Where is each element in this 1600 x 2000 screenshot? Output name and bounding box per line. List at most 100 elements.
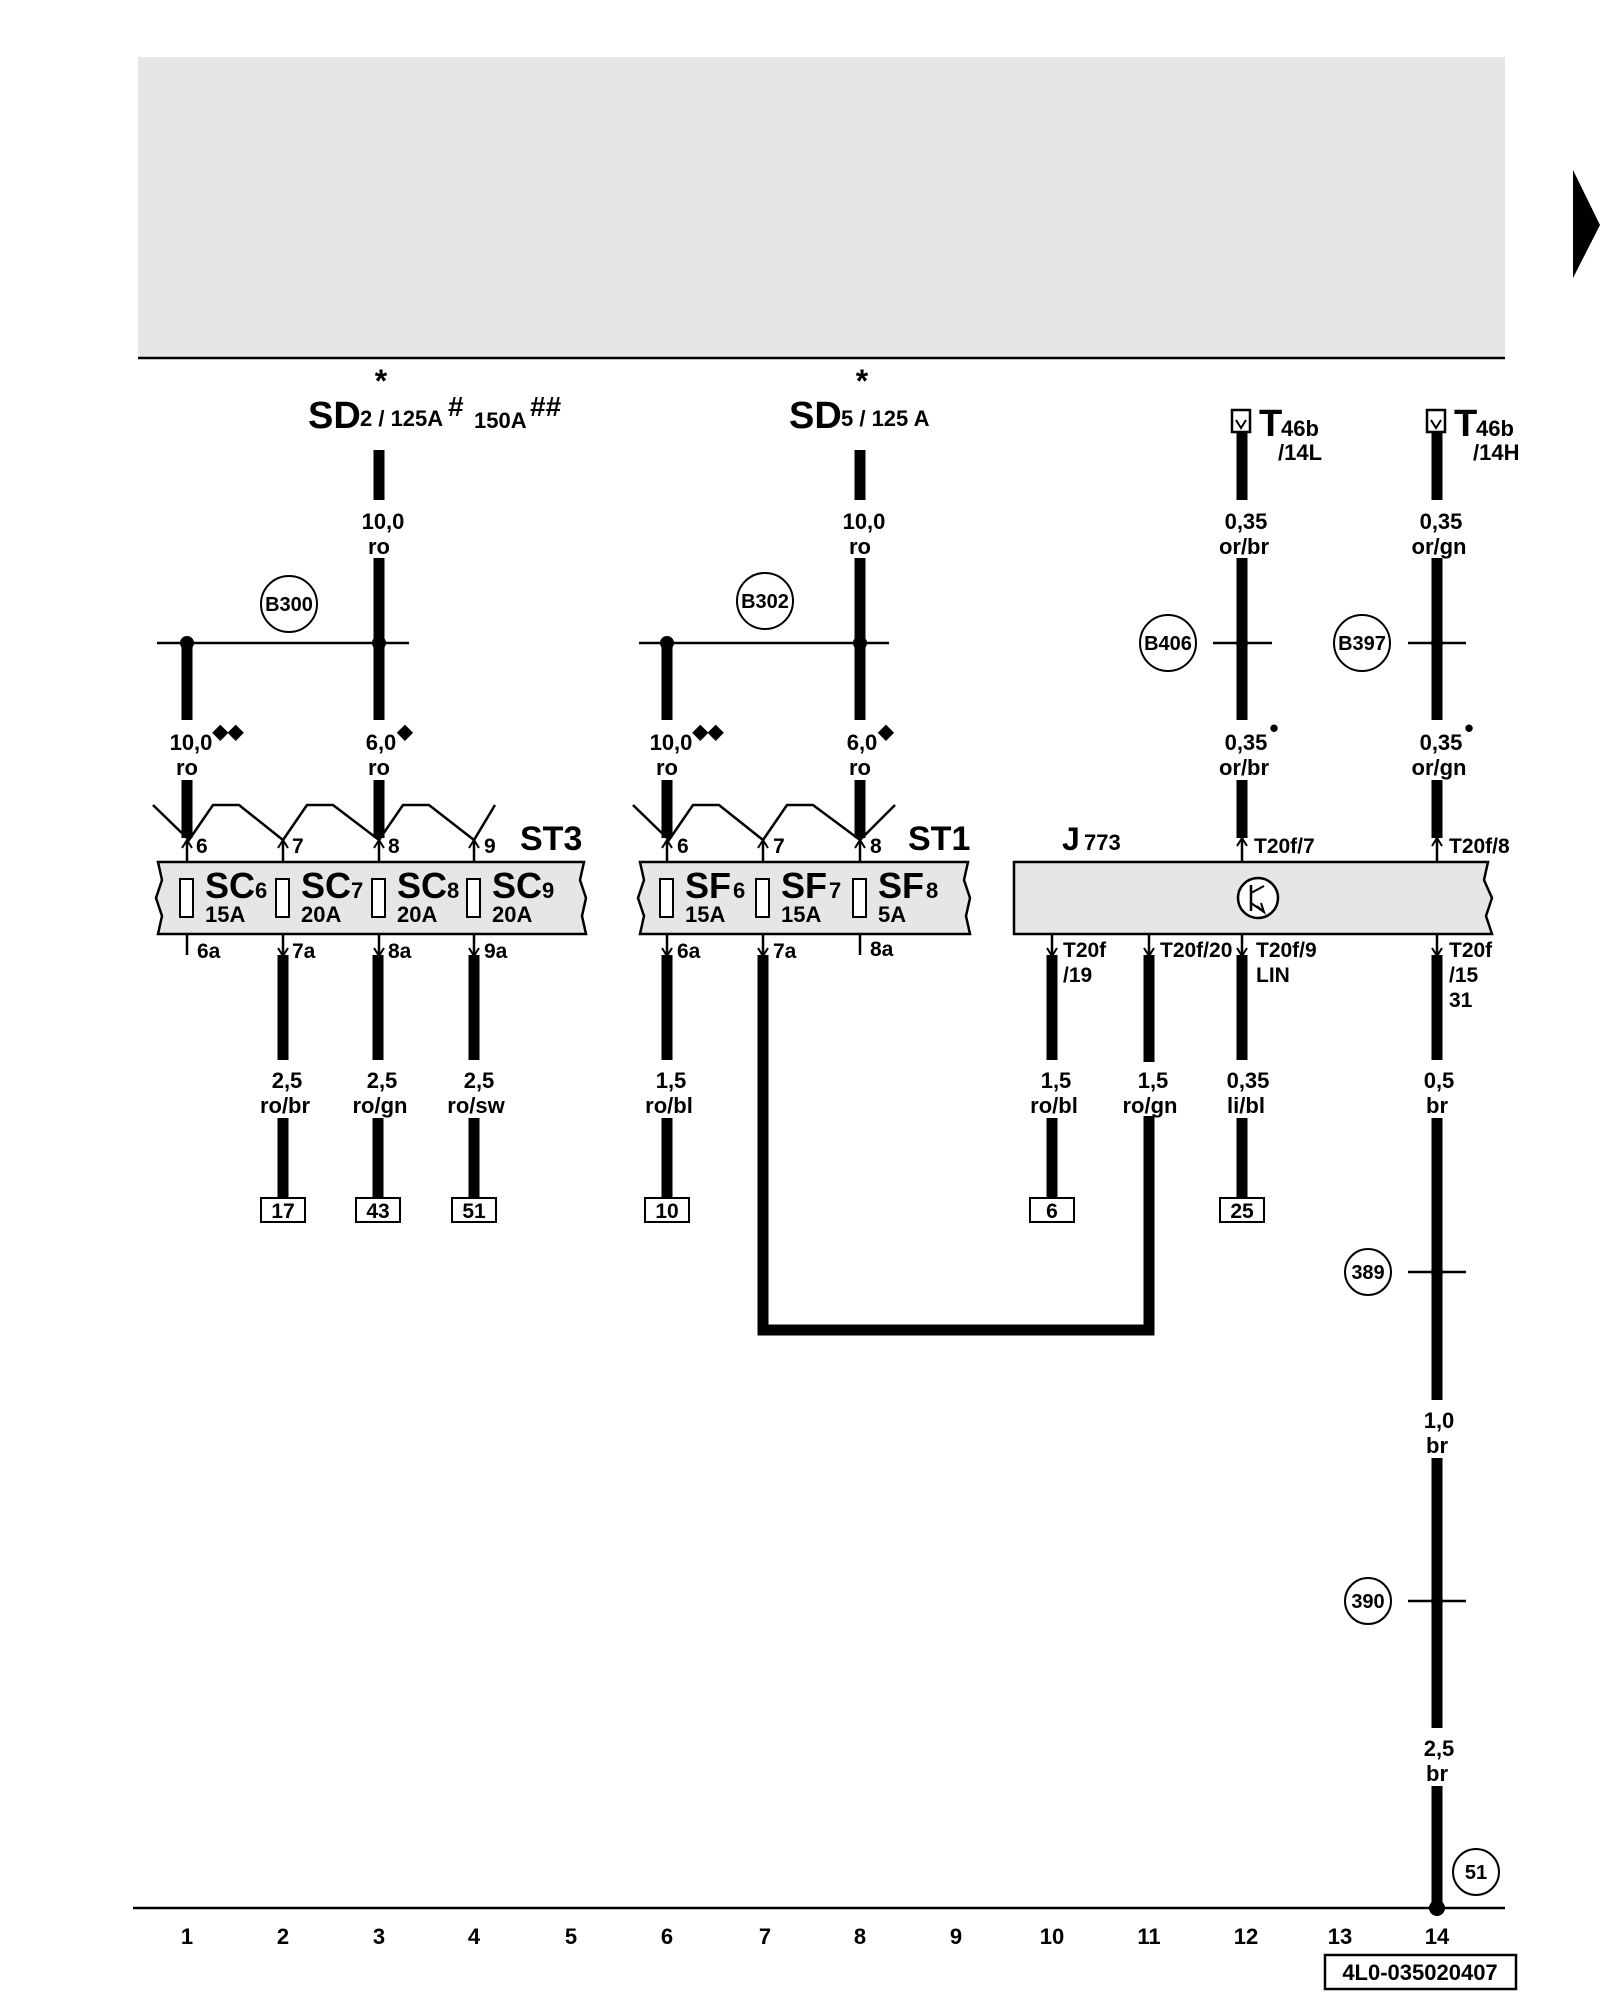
- svg-text:9a: 9a: [484, 940, 508, 963]
- node-b406: B406: [1144, 633, 1192, 655]
- svg-text:15A: 15A: [205, 902, 245, 927]
- svg-text:7: 7: [773, 835, 785, 858]
- ref-box-51[interactable]: 51: [451, 1197, 497, 1223]
- wire-label-color: ro: [656, 755, 678, 780]
- wire-label-size: 6,0: [847, 730, 878, 755]
- node-b397: B397: [1338, 633, 1386, 655]
- wire-label-size: 10,0: [362, 509, 405, 534]
- fuse-carrier-st3: ST3 6 7 8 9 SC 6 15A: [152, 803, 588, 963]
- connector-t46b-h: T 46b /14H: [1425, 403, 1519, 465]
- junction-dot: [1431, 1266, 1443, 1278]
- ref-box-25[interactable]: 25: [1219, 1197, 1265, 1223]
- svg-text:15A: 15A: [781, 902, 821, 927]
- svg-text:7a: 7a: [773, 940, 797, 963]
- st3-pin-7: 7: [277, 835, 304, 862]
- wire-label-color: ro/bl: [1030, 1093, 1078, 1118]
- svg-text:T20f/9: T20f/9: [1256, 939, 1317, 962]
- j773-pin-t20f-8: T20f/8: [1431, 835, 1510, 862]
- wire-label-size: 10,0: [843, 509, 886, 534]
- column-number: 2: [277, 1924, 289, 1949]
- connector-t46b-h-main: T: [1454, 403, 1477, 445]
- svg-text:6: 6: [255, 878, 267, 903]
- wire-label-size: 6,0: [366, 730, 397, 755]
- wire-label-color: ro: [368, 755, 390, 780]
- wire-label-size: 0,35: [1420, 730, 1463, 755]
- st1-pin-7a: 7a: [757, 934, 797, 963]
- wire-label-size: 1,5: [1138, 1068, 1169, 1093]
- fuse-sf7: SF 7 15A: [755, 865, 841, 927]
- wire-label-color: ro/sw: [447, 1093, 505, 1118]
- wire-label-color: li/bl: [1227, 1093, 1265, 1118]
- svg-text:8: 8: [388, 835, 400, 858]
- supply-sd2-sub2: 150A: [474, 408, 527, 433]
- node-b300: B300: [265, 594, 313, 616]
- ref-box-17[interactable]: 17: [260, 1197, 306, 1223]
- supply-sd5-star: *: [856, 363, 869, 399]
- svg-text:7: 7: [351, 878, 363, 903]
- supply-sd2-mark2: ##: [530, 391, 562, 422]
- wire-label-size: 10,0: [650, 730, 693, 755]
- svg-text:5A: 5A: [878, 902, 906, 927]
- st3-pin-9a: 9a: [468, 934, 508, 963]
- svg-text:8: 8: [447, 878, 459, 903]
- ref-box-43[interactable]: 43: [355, 1197, 401, 1223]
- junction-dot: [180, 636, 194, 650]
- marker-double: ◆◆: [692, 721, 724, 743]
- j773-main: J: [1062, 821, 1080, 857]
- supply-sd2-main: SD: [308, 395, 361, 437]
- wire-label-size: 10,0: [170, 730, 213, 755]
- st1-label: ST1: [908, 820, 970, 858]
- svg-text:31: 31: [1449, 989, 1473, 1012]
- wire-label-color: or/br: [1219, 755, 1270, 780]
- svg-text:8a: 8a: [388, 940, 412, 963]
- header-area: [138, 57, 1505, 359]
- svg-text:17: 17: [271, 1200, 294, 1223]
- wire-label-size: 2,5: [1424, 1736, 1455, 1761]
- st3-pin-7a: 7a: [277, 934, 316, 963]
- fuse-sc9: SC 9 20A: [466, 865, 554, 927]
- wire-label-size: 0,5: [1424, 1068, 1455, 1093]
- column-number: 1: [181, 1924, 193, 1949]
- junction-dot: [372, 636, 386, 650]
- wire-label-size: 2,5: [367, 1068, 398, 1093]
- connector-t46b-l-sub: 46b: [1281, 416, 1319, 441]
- st3-pin-6: 6: [181, 835, 208, 862]
- svg-text:9: 9: [484, 835, 496, 858]
- connector-t46b-h-pin: /14H: [1473, 440, 1519, 465]
- ref-box-10[interactable]: 10: [644, 1197, 690, 1223]
- st3-label: ST3: [520, 820, 582, 858]
- svg-text:7a: 7a: [292, 940, 316, 963]
- column-number: 5: [565, 1924, 577, 1949]
- wire-sf7a-loop: [757, 955, 1155, 1336]
- connector-t46b-h-icon: [1425, 408, 1447, 434]
- next-page-arrow[interactable]: [1573, 170, 1600, 278]
- svg-text:4L0-035020407: 4L0-035020407: [1342, 1960, 1497, 1985]
- svg-text:20A: 20A: [492, 902, 532, 927]
- wire-label-color: ro: [176, 755, 198, 780]
- fuse-sf6: SF 6 15A: [659, 865, 745, 927]
- supply-sd2-star: *: [375, 363, 388, 399]
- ref-box-6[interactable]: 6: [1029, 1197, 1075, 1223]
- svg-text:8a: 8a: [870, 938, 894, 961]
- st1-pin-7: 7: [757, 835, 785, 862]
- wire-label-size: 0,35: [1225, 509, 1268, 534]
- marker-single: ◆: [877, 721, 894, 743]
- wire-label-color: or/gn: [1412, 755, 1467, 780]
- svg-text:8: 8: [870, 835, 882, 858]
- supply-sd2-mark1: #: [448, 391, 464, 422]
- wire-label-size: 2,5: [272, 1068, 303, 1093]
- wire-label-color: ro/bl: [645, 1093, 693, 1118]
- column-number: 13: [1328, 1924, 1352, 1949]
- supply-sd5: * SD 5 / 125 A: [789, 363, 930, 437]
- junction-dot: [1236, 637, 1248, 649]
- wire-label-color: ro/gn: [353, 1093, 408, 1118]
- svg-text:6: 6: [733, 878, 745, 903]
- st3-pin-9: 9: [468, 835, 496, 862]
- column-number: 6: [661, 1924, 673, 1949]
- column-number: 8: [854, 1924, 866, 1949]
- wire-label-size: 2,5: [464, 1068, 495, 1093]
- svg-text:51: 51: [462, 1200, 486, 1223]
- page-references: 17 43 51 10 6 25: [260, 1197, 1265, 1223]
- j773-pin-t20f-7: T20f/7: [1236, 835, 1315, 862]
- node-b302: B302: [741, 591, 789, 613]
